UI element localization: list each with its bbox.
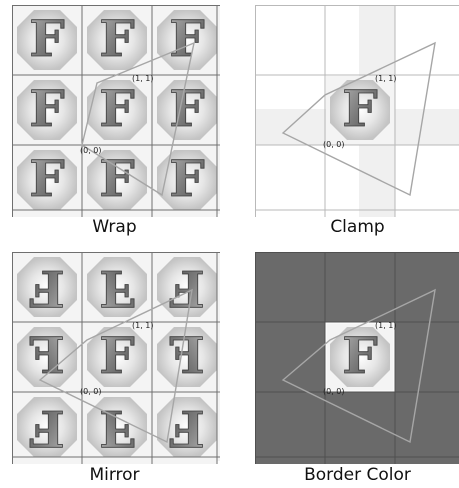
texture-tile: F [13, 6, 81, 74]
coord-label-origin: (0, 0) [323, 140, 345, 149]
texture-tile: F [83, 6, 151, 74]
texture-diagram-clamp: F (0, 0) (1, 1) [255, 5, 459, 217]
letter-f-glyph: F [99, 9, 135, 68]
caption-border-color: Border Color [255, 465, 459, 485]
letter-f-glyph: F [99, 326, 135, 385]
coord-label-unit: (1, 1) [375, 321, 397, 330]
letter-f-glyph: F [29, 399, 65, 458]
texture-tile: F [326, 323, 394, 391]
letter-f-glyph: F [29, 79, 65, 138]
letter-f-glyph: F [99, 79, 135, 138]
letter-f-glyph: F [29, 326, 65, 385]
letter-f-glyph: F [29, 259, 65, 318]
texture-tile: F [83, 393, 151, 461]
texture-tile: F [83, 323, 151, 391]
panel-clamp: F (0, 0) (1, 1) [255, 5, 459, 217]
texture-tile: F [153, 76, 220, 144]
texture-tile: F [153, 146, 220, 214]
letter-f-glyph: F [169, 9, 205, 68]
caption-mirror: Mirror [12, 465, 217, 485]
letter-f-glyph: F [169, 326, 205, 385]
letter-f-glyph: F [29, 9, 65, 68]
letter-f-glyph: F [29, 149, 65, 208]
letter-f-glyph: F [342, 79, 378, 138]
texture-tile: F [153, 253, 220, 321]
letter-f-glyph: F [169, 149, 205, 208]
coord-label-unit: (1, 1) [375, 74, 397, 83]
texture-tile: F [153, 323, 220, 391]
letter-f-glyph: F [99, 259, 135, 318]
texture-tile: F [13, 146, 81, 214]
letter-f-glyph: F [169, 259, 205, 318]
letter-f-glyph: F [342, 326, 378, 385]
texture-diagram-border-color: F (0, 0) (1, 1) [255, 252, 459, 464]
coord-label-unit: (1, 1) [132, 74, 154, 83]
texture-tile: F [13, 76, 81, 144]
letter-f-glyph: F [169, 79, 205, 138]
caption-wrap: Wrap [12, 217, 217, 237]
letter-f-glyph: F [169, 399, 205, 458]
coord-label-origin: (0, 0) [80, 387, 102, 396]
texture-tile: F [13, 323, 81, 391]
texture-tile: F [83, 76, 151, 144]
caption-clamp: Clamp [255, 217, 459, 237]
texture-tile: F [13, 393, 81, 461]
letter-f-glyph: F [99, 399, 135, 458]
texture-tile: F [153, 393, 220, 461]
coord-label-origin: (0, 0) [323, 387, 345, 396]
letter-f-glyph: F [99, 149, 135, 208]
texture-tile: F [13, 253, 81, 321]
texture-tile: F [326, 76, 394, 144]
coord-label-origin: (0, 0) [80, 146, 102, 155]
panel-border-color: F (0, 0) (1, 1) [255, 252, 459, 464]
texture-tile: F [153, 6, 220, 74]
coord-label-unit: (1, 1) [132, 321, 154, 330]
texture-tile: F [83, 146, 151, 214]
texture-tile: F [83, 253, 151, 321]
